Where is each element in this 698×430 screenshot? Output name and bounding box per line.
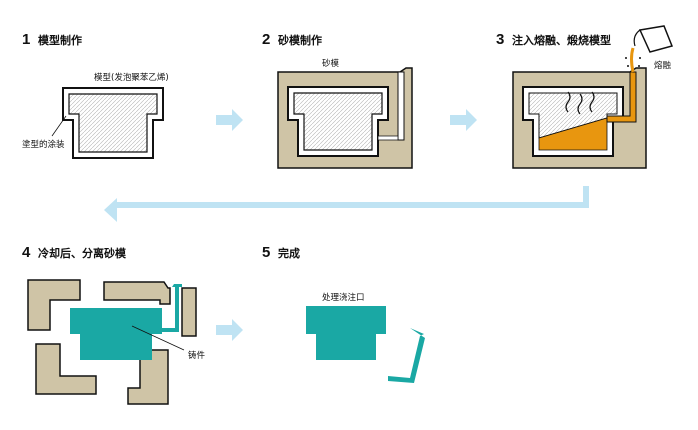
- step-3-heading: 3 注入熔融、煅烧模型: [496, 31, 611, 48]
- casting-part: [70, 308, 162, 360]
- molten-label: 熔融: [654, 60, 672, 71]
- casting-leader-line: [131, 325, 185, 351]
- runner-connection: [377, 135, 399, 141]
- sand-piece-right-strip: [181, 287, 197, 337]
- step-4-heading: 4 冷却后、分离砂模: [22, 244, 127, 261]
- arrow-step1-to-step2: [216, 109, 243, 131]
- sand-piece-top-left: [27, 279, 81, 331]
- step-1-number: 1: [22, 31, 30, 48]
- step-4-separation: 铸件: [27, 279, 206, 405]
- step-5-finished: 处理浇注口: [306, 292, 425, 383]
- step-2-heading: 2 砂模制作: [262, 31, 322, 48]
- step-2-sand-mold: 砂模: [277, 58, 413, 169]
- casting-sprue: [152, 284, 182, 332]
- coating-leader-line: [51, 115, 67, 137]
- coating-label: 塗型的涂装: [22, 139, 65, 150]
- molten-metal-fill: [538, 117, 608, 151]
- step-5-title: 完成: [278, 246, 300, 260]
- spark-2: [639, 57, 641, 59]
- casting-label: 铸件: [188, 350, 206, 361]
- step-1-heading: 1 模型制作: [22, 31, 82, 48]
- sand-piece-top-right: [103, 281, 171, 305]
- step-4-title: 冷却后、分离砂模: [38, 246, 127, 260]
- gas-vapor-2: [577, 93, 583, 115]
- molten-stream: [630, 47, 635, 73]
- foam-model-body: [68, 93, 158, 153]
- step-3-number: 3: [496, 31, 504, 48]
- spark-3: [627, 65, 629, 67]
- gas-vapor-3: [589, 91, 595, 113]
- step-5-number: 5: [262, 244, 270, 261]
- sand-mold-label: 砂模: [322, 58, 340, 69]
- arrow-step4-to-step5: [216, 319, 243, 341]
- step-1-model: 模型(发泡聚苯乙烯) 塗型的涂装: [22, 72, 169, 159]
- arrow-step2-to-step3: [450, 109, 477, 131]
- step-2-title: 砂模制作: [278, 33, 322, 47]
- removed-sprue: [388, 328, 425, 383]
- spark-4: [638, 65, 640, 67]
- foam-model-in-sand: [293, 92, 383, 151]
- sprue-molten-metal: [606, 71, 637, 123]
- sand-piece-bottom-right: [127, 349, 169, 405]
- step-2-number: 2: [262, 31, 270, 48]
- arrow-row-return: [104, 186, 589, 222]
- finished-casting: [306, 306, 386, 360]
- model-label: 模型(发泡聚苯乙烯): [94, 72, 169, 83]
- step-3-pouring: 熔融: [512, 25, 674, 169]
- gas-vapor-1: [565, 91, 571, 113]
- ladle-icon: [633, 25, 674, 53]
- sprue-channel: [397, 71, 405, 141]
- sand-piece-bottom-left: [35, 343, 97, 395]
- finish-label: 处理浇注口: [322, 292, 365, 303]
- spark-1: [625, 57, 627, 59]
- step-4-number: 4: [22, 244, 31, 261]
- step-3-title: 注入熔融、煅烧模型: [512, 33, 611, 47]
- step-5-heading: 5 完成: [262, 244, 300, 261]
- step-1-title: 模型制作: [38, 33, 82, 47]
